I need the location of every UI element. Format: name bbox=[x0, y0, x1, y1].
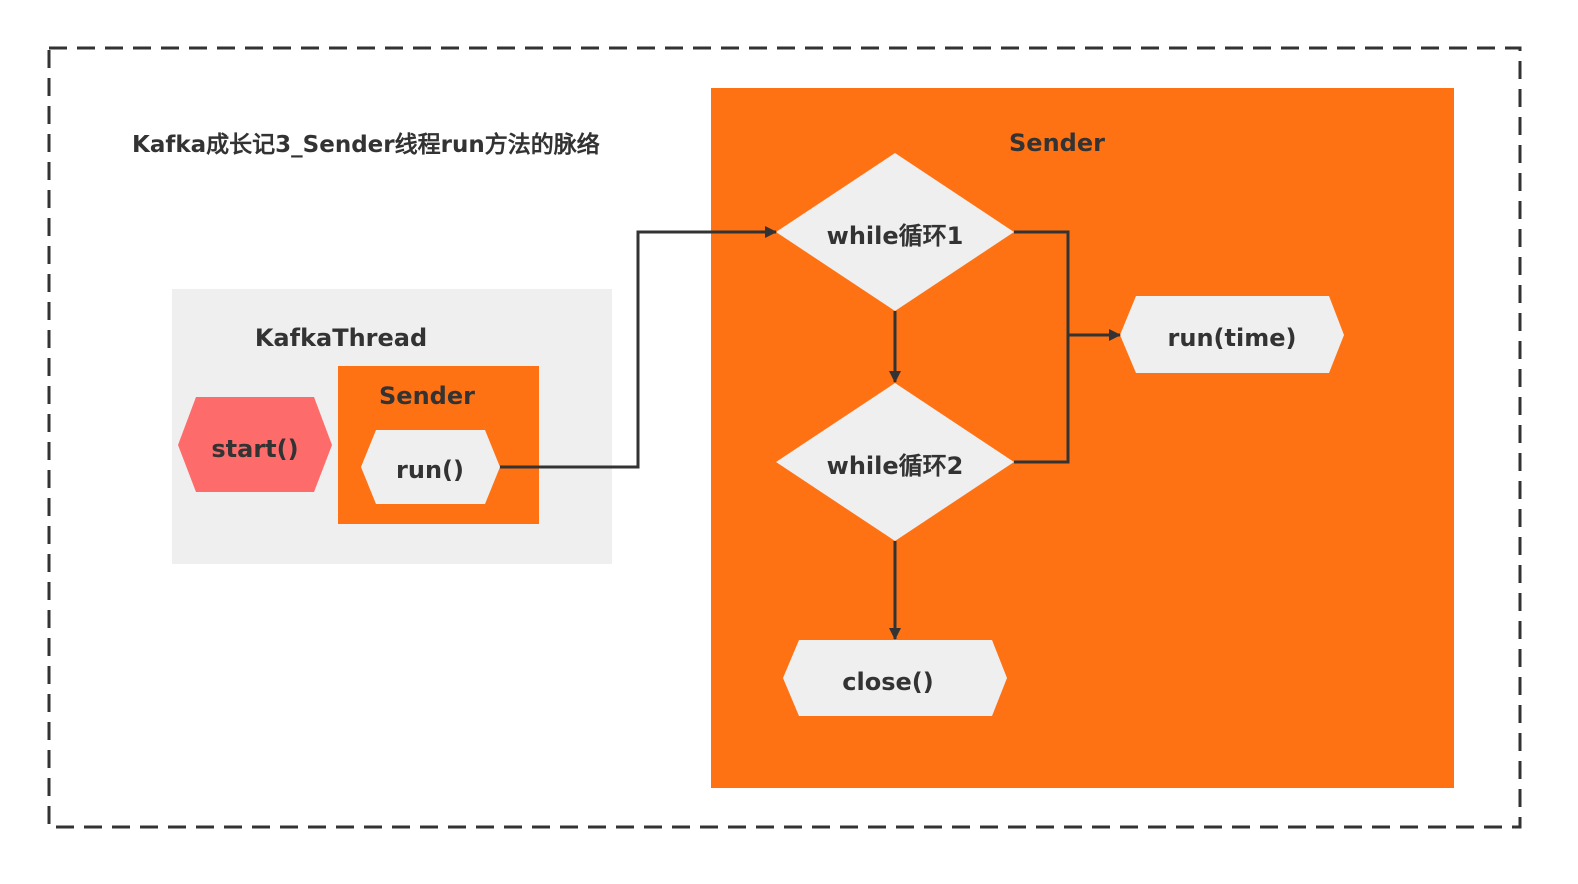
run-time-label: run(time) bbox=[1168, 324, 1297, 352]
outer-dashed-frame bbox=[47, 46, 1522, 829]
while-loop-2-label: while循环2 bbox=[827, 452, 964, 480]
while-loop-2-diamond bbox=[776, 383, 1014, 541]
run-label: run() bbox=[396, 456, 464, 484]
while-loop-1-label: while循环1 bbox=[827, 222, 964, 250]
while-loop-1-diamond bbox=[776, 153, 1014, 311]
run-hexagon bbox=[361, 430, 500, 504]
inner-sender-label: Sender bbox=[379, 382, 475, 410]
start-hexagon bbox=[178, 397, 332, 492]
connector-loop1-to-merge bbox=[1014, 230, 1070, 464]
diagram-title: Kafka成长记3_Sender线程run方法的脉络 bbox=[132, 131, 600, 158]
kafkathread-label: KafkaThread bbox=[255, 324, 427, 352]
run-time-hexagon bbox=[1120, 296, 1344, 373]
arrow-run-to-loop1 bbox=[500, 226, 777, 469]
close-hexagon bbox=[783, 640, 1007, 716]
sender-label: Sender bbox=[1009, 129, 1105, 157]
close-label: close() bbox=[842, 668, 933, 696]
start-label: start() bbox=[211, 435, 298, 463]
